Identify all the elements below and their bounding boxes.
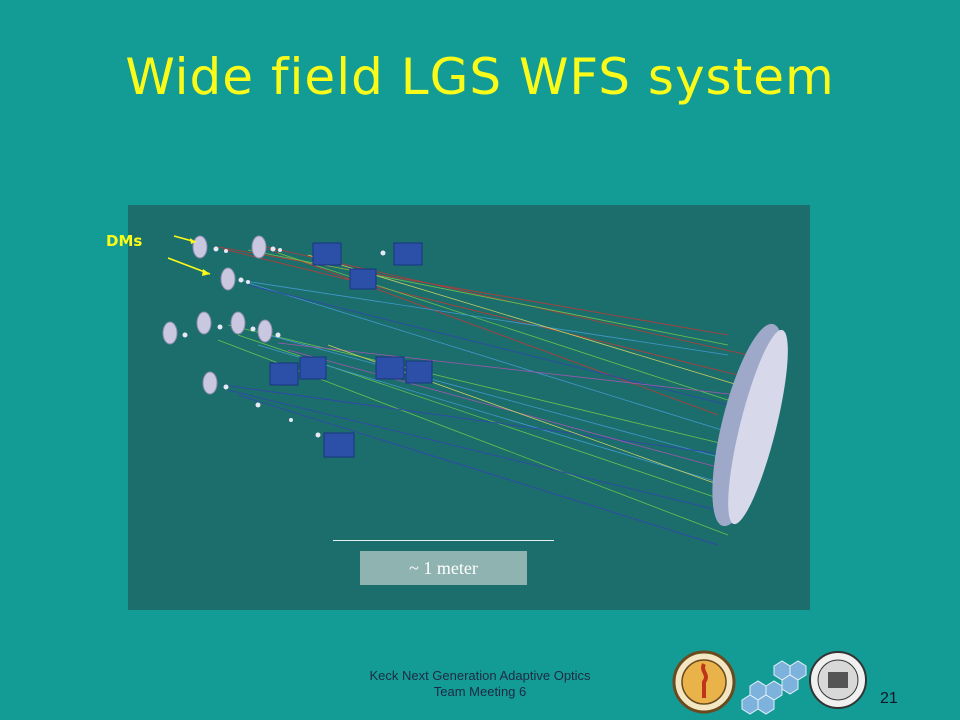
scale-label: ~ 1 meter bbox=[360, 551, 527, 585]
deformable-mirrors bbox=[162, 235, 273, 395]
page-number: 21 bbox=[880, 690, 898, 707]
footer-text: Keck Next Generation Adaptive Optics Tea… bbox=[300, 668, 660, 700]
lens-elements bbox=[182, 246, 386, 438]
dms-label: DMs bbox=[106, 232, 143, 250]
optical-layout-drawing bbox=[162, 235, 788, 546]
optical-diagram-panel bbox=[128, 205, 810, 610]
slide-title: Wide field LGS WFS system bbox=[125, 48, 835, 106]
ray-bundles bbox=[217, 244, 749, 546]
scale-bar bbox=[333, 540, 554, 541]
footer-line-1: Keck Next Generation Adaptive Optics bbox=[369, 668, 591, 683]
wfs-cameras bbox=[269, 242, 433, 458]
primary-mirror bbox=[712, 323, 788, 527]
keck-hexagon-logo bbox=[741, 660, 807, 715]
footer-line-2: Team Meeting 6 bbox=[433, 684, 527, 699]
dms-pointer-arrows bbox=[167, 235, 211, 276]
caltech-seal bbox=[672, 650, 736, 714]
institution-logos bbox=[672, 650, 867, 715]
uc-seal bbox=[809, 651, 867, 709]
